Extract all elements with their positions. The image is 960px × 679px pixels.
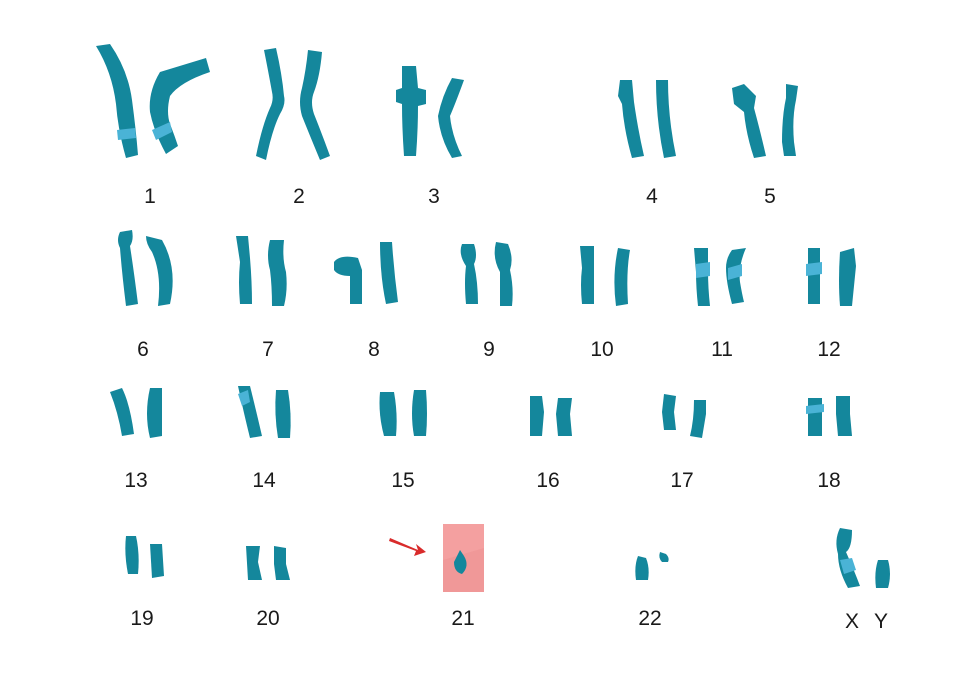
chromosome-1-pair: 1 xyxy=(96,44,210,208)
chromosome-18b xyxy=(836,396,852,436)
chromosome-21-label: 21 xyxy=(451,607,474,630)
chromosome-8a xyxy=(334,256,362,304)
chromosome-19a xyxy=(125,536,139,574)
chromosome-18-label: 18 xyxy=(817,469,840,492)
chromosome-14-label: 14 xyxy=(252,469,276,492)
chromosome-12b xyxy=(839,248,856,306)
chromosome-11b-band xyxy=(728,264,742,280)
chromosome-10b xyxy=(614,248,630,306)
chromosome-14b xyxy=(275,390,291,438)
chromosome-15-pair: 15 xyxy=(379,390,427,492)
chromosome-x-band xyxy=(840,558,856,574)
chromosome-1b-band xyxy=(152,122,172,140)
chromosome-17-pair: 17 xyxy=(662,394,706,492)
chromosome-20b xyxy=(274,546,290,580)
chromosome-12-pair: 12 xyxy=(806,248,856,361)
chromosome-6b xyxy=(146,236,173,306)
chromosome-15b xyxy=(412,390,427,436)
chromosome-4b xyxy=(656,80,676,158)
chromosome-y-label: Y xyxy=(874,610,888,633)
chromosome-21-group: 21 xyxy=(389,524,484,630)
chromosome-22b xyxy=(659,552,669,562)
chromosome-7b xyxy=(268,240,287,306)
chromosome-11-pair: 11 xyxy=(694,248,746,361)
chromosome-20a xyxy=(246,546,262,580)
chromosome-18a xyxy=(808,398,822,436)
chromosome-18-pair: 18 xyxy=(806,396,852,492)
chromosome-19-label: 19 xyxy=(130,607,153,630)
chromosome-1b xyxy=(149,58,210,154)
chromosome-15-label: 15 xyxy=(391,469,414,492)
chromosome-20-pair: 20 xyxy=(246,546,290,630)
chromosome-1a-band xyxy=(117,128,136,140)
chromosome-3-label: 3 xyxy=(428,185,440,208)
chromosome-21a xyxy=(454,550,467,574)
chromosome-10-pair: 10 xyxy=(580,246,630,361)
chromosome-4a xyxy=(618,80,644,158)
sex-chromosomes: X Y xyxy=(836,528,890,633)
chromosome-12a xyxy=(808,248,820,304)
chromosome-8-label: 8 xyxy=(368,338,380,361)
chromosome-8-pair: 8 xyxy=(334,242,398,361)
chromosome-x xyxy=(836,528,860,588)
chromosome-17a xyxy=(662,394,676,430)
chromosome-22-label: 22 xyxy=(638,607,661,630)
chromosome-y xyxy=(875,560,890,588)
chromosome-5a xyxy=(732,84,766,158)
chromosome-11-label: 11 xyxy=(711,338,733,361)
chromosome-10-label: 10 xyxy=(590,338,613,361)
chromosome-20-label: 20 xyxy=(256,607,279,630)
chromosome-3-pair: 3 xyxy=(396,66,464,208)
chromosome-9-pair: 9 xyxy=(460,242,513,361)
chromosome-16-pair: 16 xyxy=(530,396,572,492)
chromosome-2-pair: 2 xyxy=(256,48,330,208)
chromosome-3a xyxy=(396,66,426,156)
chromosome-17b xyxy=(690,400,706,438)
chromosome-5-label: 5 xyxy=(764,185,776,208)
chromosome-9a xyxy=(460,244,478,304)
chromosome-1a xyxy=(96,44,138,158)
chromosome-6-label: 6 xyxy=(137,338,149,361)
chromosome-6a xyxy=(118,230,138,306)
chromosome-2a xyxy=(256,48,285,160)
chromosome-16a xyxy=(530,396,544,436)
chromosome-14a-band xyxy=(238,390,250,406)
chromosome-13-pair: 13 xyxy=(110,388,162,492)
arrow-icon xyxy=(389,538,426,556)
chromosome-4-pair: 4 xyxy=(618,80,676,208)
chromosome-13a xyxy=(110,388,134,436)
chromosome-19-pair: 19 xyxy=(125,536,164,630)
chromosome-22-pair: 22 xyxy=(635,552,669,630)
chromosome-22a xyxy=(635,556,649,580)
chromosome-5b xyxy=(782,84,798,156)
chromosome-10a xyxy=(580,246,594,304)
chromosome-7-pair: 7 xyxy=(236,236,287,361)
chromosome-x-label: X xyxy=(845,610,859,633)
chromosome-2-label: 2 xyxy=(293,185,305,208)
chromosome-17-label: 17 xyxy=(670,469,693,492)
chromosome-3b xyxy=(438,78,464,158)
chromosome-9-label: 9 xyxy=(483,338,495,361)
chromosome-6-pair: 6 xyxy=(118,230,173,361)
chromosome-5-pair: 5 xyxy=(732,84,798,208)
chromosome-18a-band xyxy=(806,404,824,414)
chromosome-9b xyxy=(494,242,513,306)
chromosome-19b xyxy=(150,544,164,578)
chromosome-13b xyxy=(147,388,162,438)
chromosome-8b xyxy=(380,242,398,304)
chromosome-13-label: 13 xyxy=(124,469,147,492)
chromosome-14-pair: 14 xyxy=(238,386,291,492)
chromosome-7-label: 7 xyxy=(262,338,274,361)
chromosome-7a xyxy=(236,236,252,304)
chromosome-11a-band xyxy=(696,262,710,278)
chromosome-2b xyxy=(300,50,330,160)
chromosome-4-label: 4 xyxy=(646,185,658,208)
chromosome-15a xyxy=(379,392,397,436)
chromosome-1-label: 1 xyxy=(144,185,156,208)
chromosome-16b xyxy=(556,398,572,436)
chromosome-16-label: 16 xyxy=(536,469,559,492)
chromosome-12a-band xyxy=(806,262,822,276)
chromosome-12-label: 12 xyxy=(817,338,840,361)
